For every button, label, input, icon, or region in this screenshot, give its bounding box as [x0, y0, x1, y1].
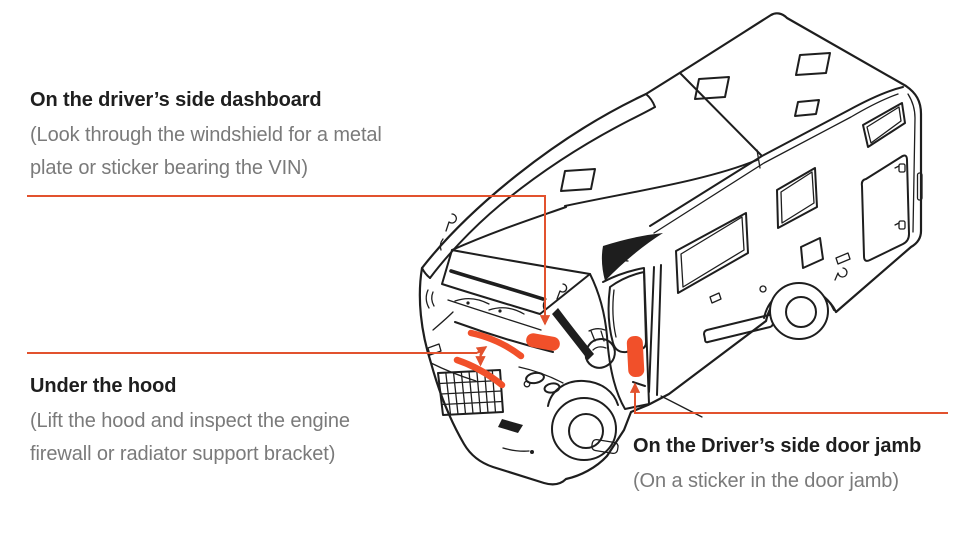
side-mirror	[584, 328, 616, 369]
headlights	[518, 366, 564, 394]
roof	[451, 52, 904, 251]
side-window-long	[675, 212, 749, 294]
hood-stripe-marker-upper	[467, 329, 525, 360]
side-window-rear	[862, 102, 906, 148]
motorhome-illustration	[418, 12, 923, 486]
side-window-mid	[776, 167, 818, 229]
quarter-panel-wedge	[601, 233, 663, 281]
annotation-dashboard-desc-line1: (Look through the windshield for a metal	[30, 124, 382, 146]
annotation-under-hood: Under the hood (Lift the hood and inspec…	[30, 373, 350, 471]
leader-line-dashboard	[27, 195, 551, 326]
hood-arrow-upper	[475, 346, 488, 357]
rear-tire	[769, 282, 829, 340]
annotation-dashboard-desc-line2: plate or sticker bearing the VIN)	[30, 157, 308, 179]
fuel-cap-squiggle	[834, 267, 848, 281]
windshield	[441, 249, 591, 315]
entry-step	[591, 438, 619, 455]
annotation-dashboard: On the driver’s side dashboard (Look thr…	[30, 87, 382, 185]
a-pillar	[552, 308, 594, 360]
annotation-door-jamb-desc-line1: (On a sticker in the door jamb)	[633, 470, 899, 492]
leader-line-door-jamb	[629, 382, 948, 414]
small-hatch	[800, 237, 824, 269]
hood-stripe-marker-lower	[453, 356, 506, 389]
cab-door	[589, 264, 662, 455]
annotation-door-jamb: On the Driver’s side door jamb (On a sti…	[633, 433, 921, 498]
rear-slot-vent	[916, 172, 923, 201]
roof-vents	[560, 52, 831, 192]
annotation-dashboard-title: On the driver’s side dashboard	[30, 89, 322, 111]
annotation-under-hood-desc-line1: (Lift the hood and inspect the engine	[30, 410, 350, 432]
front-bumper-details	[425, 289, 534, 454]
annotation-under-hood-desc-line2: firewall or radiator support bracket)	[30, 443, 336, 465]
annotation-under-hood-title: Under the hood	[30, 375, 177, 397]
front-wheel-arch	[547, 379, 619, 407]
coach-side-wall	[660, 93, 923, 418]
cab	[421, 93, 663, 455]
annotation-door-jamb-title: On the Driver’s side door jamb	[633, 435, 922, 457]
storage-door-hinges	[894, 163, 906, 230]
door-jamb-sticker-marker	[626, 335, 645, 378]
rear-storage-door	[860, 154, 910, 262]
front-tire	[551, 397, 617, 461]
dashboard-plate-marker	[526, 333, 560, 351]
wheels	[547, 282, 835, 461]
windshield-wipers	[454, 297, 525, 315]
vin-annotations	[27, 195, 948, 414]
